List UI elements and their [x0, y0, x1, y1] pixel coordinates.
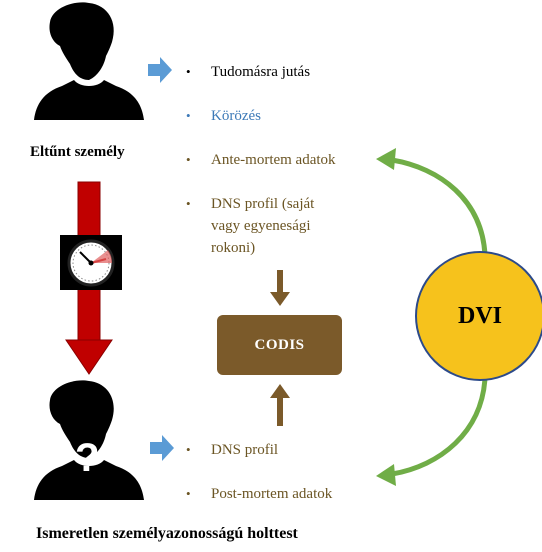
unknown-person-silhouette-icon: [34, 380, 144, 500]
missing-person-silhouette-icon: [30, 2, 148, 121]
bullet-dot: •: [186, 108, 191, 123]
green-curved-arrows-icon: [376, 148, 488, 486]
bullet-dot: •: [186, 486, 191, 501]
bullet-dot: •: [186, 442, 191, 457]
bullet-text: Körözés: [211, 108, 261, 124]
missing-person-caption: Eltűnt személy: [30, 144, 125, 160]
stopwatch-icon: [60, 235, 122, 290]
blue-arrow-icon-bottom: [150, 435, 174, 461]
bullet-text: vagy egyenesági: [211, 218, 311, 234]
dvi-circle: DVI: [415, 251, 542, 381]
brown-arrow-up-icon: [270, 384, 290, 426]
bullet-text: Ante-mortem adatok: [211, 152, 336, 168]
codis-box: CODIS: [217, 315, 342, 375]
bullet-dot: •: [186, 152, 191, 167]
bullet-text: Tudomásra jutás: [211, 64, 311, 80]
bullet-text: DNS profil: [211, 442, 279, 458]
bullet-dot: •: [186, 64, 191, 79]
unknown-body-caption: Ismeretlen személyazonosságú holttest: [36, 525, 298, 542]
brown-arrow-down-icon: [270, 270, 290, 306]
bullet-dot: •: [186, 196, 191, 211]
bullet-text: Post-mortem adatok: [211, 486, 333, 502]
blue-arrow-icon-top: [148, 57, 172, 83]
dvi-label: DVI: [457, 302, 502, 329]
codis-label: CODIS: [254, 336, 305, 353]
bullet-text: DNS profil (saját: [211, 196, 315, 212]
unknown-body-question-mark: ?: [75, 436, 100, 480]
bullet-text: rokoni): [211, 240, 256, 256]
